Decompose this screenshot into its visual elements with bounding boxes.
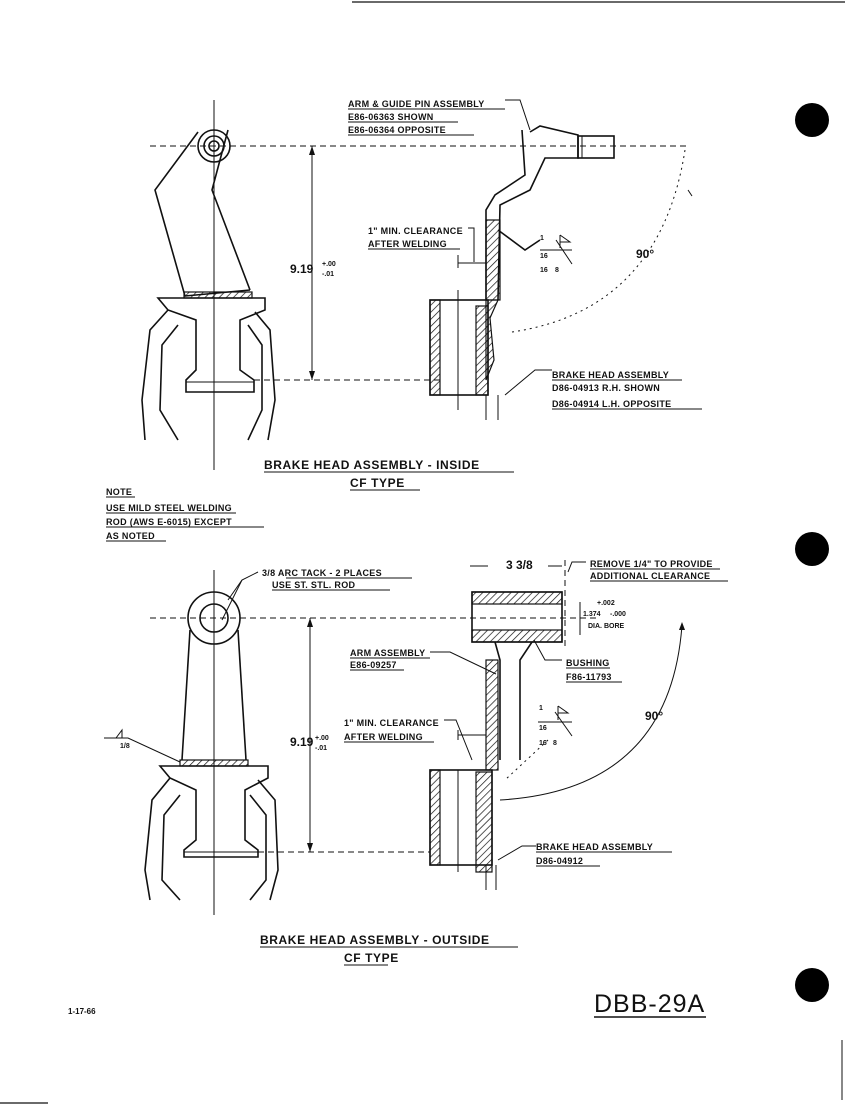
top-subcaption: CF TYPE [350, 476, 405, 490]
bottom-callout-remove: REMOVE 1/4" TO PROVIDE ADDITIONAL CLEARA… [567, 559, 728, 582]
top-caption: BRAKE HEAD ASSEMBLY - INSIDE [264, 458, 480, 472]
svg-text:D86-04913 R.H. SHOWN: D86-04913 R.H. SHOWN [552, 383, 660, 393]
svg-text:D86-04914 L.H. OPPOSITE: D86-04914 L.H. OPPOSITE [552, 399, 671, 409]
bottom-view: 1/8 9.19 +.00 -.01 [104, 558, 728, 966]
note-title: NOTE [106, 487, 132, 497]
bottom-callout-bushing: BUSHING F86-11793 [533, 639, 622, 683]
bottom-weld-symbol: 1 16 8 16 [504, 705, 573, 781]
top-right-assembly [429, 125, 615, 420]
top-left-arm [141, 100, 690, 470]
top-callout-arm: ARM & GUIDE PIN ASSEMBLY E86-06363 SHOWN… [348, 99, 531, 136]
svg-text:-.000: -.000 [610, 611, 626, 618]
drawing-number: DBB-29A [594, 990, 705, 1018]
svg-text:1/8: 1/8 [120, 743, 130, 750]
svg-text:BRAKE HEAD ASSEMBLY: BRAKE HEAD ASSEMBLY [536, 842, 653, 852]
bottom-bore-dimension: +.002 1.374 -.000 DIA. BORE [579, 600, 626, 635]
svg-text:3/8 ARC TACK - 2 PLACES: 3/8 ARC TACK - 2 PLACES [262, 568, 382, 578]
svg-text:E86-06364 OPPOSITE: E86-06364 OPPOSITE [348, 125, 446, 135]
svg-text:BRAKE HEAD ASSEMBLY: BRAKE HEAD ASSEMBLY [552, 370, 669, 380]
bottom-caption: BRAKE HEAD ASSEMBLY - OUTSIDE [260, 933, 490, 947]
top-weld-symbol: 1 16 8 16 [540, 234, 573, 274]
bottom-callout-arm: ARM ASSEMBLY E86-09257 [350, 648, 497, 675]
bottom-tolerance-minus: -.01 [315, 745, 327, 752]
svg-text:AFTER WELDING: AFTER WELDING [368, 239, 447, 249]
binder-hole-middle [795, 532, 829, 566]
bottom-left-arm: 1/8 [104, 570, 420, 915]
bottom-callout-clearance: 1" MIN. CLEARANCE AFTER WELDING [344, 718, 473, 761]
svg-text:16: 16 [539, 725, 547, 732]
svg-text:8: 8 [553, 740, 557, 747]
svg-text:ARM ASSEMBLY: ARM ASSEMBLY [350, 648, 425, 658]
svg-text:E86-09257: E86-09257 [350, 660, 397, 670]
binder-hole-bottom [795, 968, 829, 1002]
top-callout-clearance: 1" MIN. CLEARANCE AFTER WELDING [368, 226, 475, 262]
note-line-3: AS NOTED [106, 531, 155, 541]
top-tolerance-minus: -.01 [322, 271, 334, 278]
bottom-width-dimension: 3 3/8 [506, 558, 533, 572]
footer-date: 1-17-66 [68, 1007, 96, 1016]
bottom-callout-tack: 3/8 ARC TACK - 2 PLACES USE ST. STL. ROD [221, 568, 412, 621]
svg-text:1.374: 1.374 [583, 611, 601, 618]
svg-text:REMOVE 1/4" TO PROVIDE: REMOVE 1/4" TO PROVIDE [590, 559, 713, 569]
top-view: 9.19 +.00 -.01 90° [141, 99, 702, 491]
svg-text:1: 1 [539, 705, 543, 712]
svg-text:AFTER WELDING: AFTER WELDING [344, 732, 423, 742]
svg-text:ARM & GUIDE PIN ASSEMBLY: ARM & GUIDE PIN ASSEMBLY [348, 99, 485, 109]
top-callout-brake-head: BRAKE HEAD ASSEMBLY D86-04913 R.H. SHOWN… [504, 369, 702, 410]
top-tolerance-plus: +.00 [322, 261, 336, 268]
svg-text:16: 16 [540, 267, 548, 274]
top-angle: 90° [636, 247, 654, 261]
svg-text:1" MIN. CLEARANCE: 1" MIN. CLEARANCE [344, 718, 439, 728]
svg-text:ADDITIONAL CLEARANCE: ADDITIONAL CLEARANCE [590, 571, 710, 581]
bottom-tolerance-plus: +.00 [315, 735, 329, 742]
svg-text:1" MIN. CLEARANCE: 1" MIN. CLEARANCE [368, 226, 463, 236]
note-line-2: ROD (AWS E-6015) EXCEPT [106, 517, 232, 527]
note-line-1: USE MILD STEEL WELDING [106, 503, 232, 513]
svg-text:USE ST. STL. ROD: USE ST. STL. ROD [272, 580, 356, 590]
top-dimension: 9.19 [290, 262, 314, 276]
bottom-angle: 90° [645, 709, 663, 723]
svg-text:E86-06363 SHOWN: E86-06363 SHOWN [348, 112, 434, 122]
svg-text:8: 8 [555, 267, 559, 274]
svg-text:16: 16 [539, 740, 547, 747]
bottom-callout-brake-head: BRAKE HEAD ASSEMBLY D86-04912 [497, 842, 672, 867]
svg-text:D86-04912: D86-04912 [536, 856, 583, 866]
svg-text:1: 1 [540, 235, 544, 242]
svg-text:+.002: +.002 [597, 600, 615, 607]
bottom-right-assembly [420, 591, 600, 890]
binder-hole-top [795, 103, 829, 137]
svg-text:16: 16 [540, 253, 548, 260]
svg-text:BUSHING: BUSHING [566, 658, 610, 668]
bottom-dimension: 9.19 [290, 735, 314, 749]
svg-text:DIA. BORE: DIA. BORE [588, 623, 625, 630]
note-block: NOTE USE MILD STEEL WELDING ROD (AWS E-6… [106, 487, 264, 542]
svg-text:F86-11793: F86-11793 [566, 672, 612, 682]
bottom-subcaption: CF TYPE [344, 951, 399, 965]
